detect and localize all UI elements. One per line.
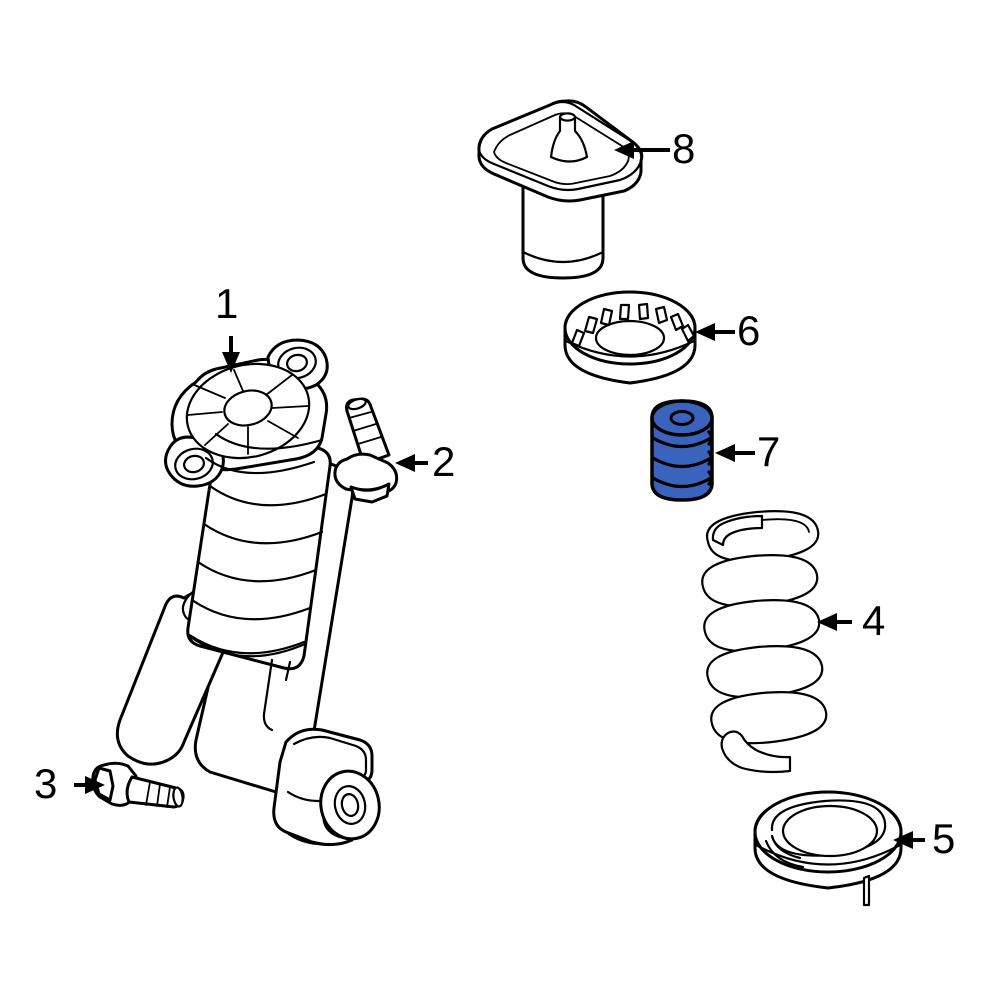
callout-arrow-1 <box>222 336 240 373</box>
callout-arrow-3 <box>74 776 105 794</box>
callout-label-6[interactable]: 6 <box>737 307 761 354</box>
part-7-jounce-bumper[interactable] <box>650 399 714 502</box>
callout-label-2[interactable]: 2 <box>432 438 456 485</box>
callout-arrow-2 <box>395 454 428 472</box>
callout-label-4[interactable]: 4 <box>862 597 886 644</box>
callout-label-5[interactable]: 5 <box>932 815 956 862</box>
part-4-coil-spring[interactable] <box>701 510 828 774</box>
callout-label-1[interactable]: 1 <box>215 280 239 327</box>
callout-arrow-5 <box>893 831 925 849</box>
callout-label-7[interactable]: 7 <box>757 428 781 475</box>
part-1-shock-absorber[interactable] <box>115 338 385 847</box>
part-2-upper-mounting-bolt[interactable] <box>333 397 399 504</box>
part-5-lower-spring-seat[interactable] <box>753 790 903 907</box>
callout-arrow-6 <box>695 323 735 341</box>
callout-arrow-7 <box>715 444 755 462</box>
part-3-lower-mounting-bolt[interactable] <box>91 761 185 809</box>
callout-arrow-8 <box>614 141 670 159</box>
callout-label-8[interactable]: 8 <box>672 125 696 172</box>
part-8-strut-mount-cover[interactable] <box>477 99 644 280</box>
callout-arrow-4 <box>817 613 852 631</box>
callout-label-3[interactable]: 3 <box>34 760 58 807</box>
part-6-upper-spring-insulator[interactable] <box>563 290 697 385</box>
